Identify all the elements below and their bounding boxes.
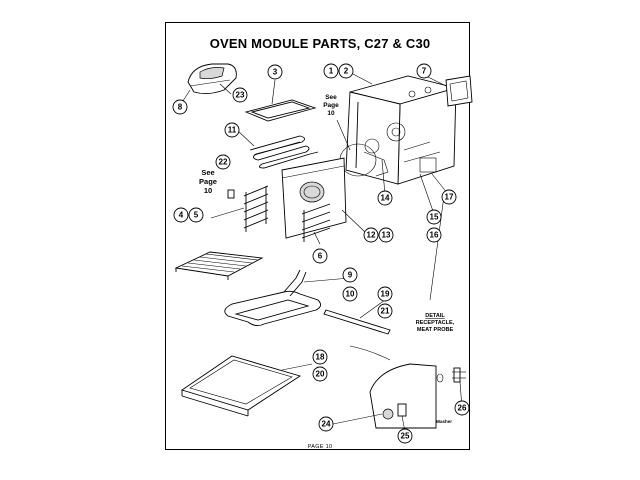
svg-text:10: 10 <box>204 186 212 195</box>
svg-text:8: 8 <box>178 103 183 112</box>
washer-label: Washer <box>436 419 452 424</box>
callout-12: 12 <box>363 227 379 243</box>
detail-note: DETAIL RECEPTACLE, MEAT PROBE <box>416 313 455 333</box>
light-assembly-drawing <box>187 63 237 95</box>
page-border <box>165 22 470 450</box>
oven-cavity-drawing <box>339 75 458 185</box>
svg-text:16: 16 <box>430 231 439 240</box>
svg-text:25: 25 <box>401 432 410 441</box>
probe-receptacle-detail <box>349 195 466 429</box>
svg-text:See: See <box>201 168 214 177</box>
svg-text:21: 21 <box>381 307 390 316</box>
callout-8: 8 <box>172 99 188 115</box>
callout-5: 5 <box>188 207 204 223</box>
callout-17: 17 <box>441 189 457 205</box>
clip-drawing <box>227 189 235 199</box>
page-number: PAGE 10 <box>307 444 333 450</box>
broil-element-drawing <box>249 135 319 169</box>
svg-text:2: 2 <box>344 67 349 76</box>
callout-13: 13 <box>378 227 394 243</box>
svg-text:9: 9 <box>348 271 353 280</box>
svg-text:19: 19 <box>381 290 390 299</box>
control-panel-drawing <box>445 75 473 107</box>
callout-26: 26 <box>454 400 470 416</box>
callout-23: 23 <box>232 87 248 103</box>
svg-text:DETAIL: DETAIL <box>425 313 445 319</box>
svg-text:7: 7 <box>422 67 427 76</box>
svg-text:5: 5 <box>194 211 199 220</box>
broiler-pan-drawing <box>180 355 302 417</box>
svg-text:6: 6 <box>318 252 323 261</box>
svg-text:MEAT PROBE: MEAT PROBE <box>417 327 454 333</box>
leader-lines <box>180 73 463 433</box>
see-page-note-b: See Page 10 <box>199 168 217 195</box>
svg-text:Page: Page <box>323 102 339 109</box>
callout-24: 24 <box>318 416 334 432</box>
callout-22: 22 <box>215 154 231 170</box>
svg-text:18: 18 <box>316 353 325 362</box>
callout-2: 2 <box>338 63 354 79</box>
callout-11: 11 <box>224 122 240 138</box>
svg-text:4: 4 <box>179 211 184 220</box>
callout-4: 4 <box>173 207 189 223</box>
svg-text:26: 26 <box>458 404 467 413</box>
shelf-drawing <box>244 99 317 122</box>
svg-text:1: 1 <box>329 67 334 76</box>
svg-text:See: See <box>325 94 337 101</box>
callout-20: 20 <box>312 366 328 382</box>
svg-text:Page: Page <box>199 177 217 186</box>
svg-text:22: 22 <box>219 158 228 167</box>
callout-25: 25 <box>397 428 413 444</box>
callout-9: 9 <box>342 267 358 283</box>
callout-14: 14 <box>377 190 393 206</box>
callout-19: 19 <box>377 286 393 302</box>
bake-element-drawing <box>224 269 321 327</box>
svg-text:13: 13 <box>382 231 391 240</box>
svg-text:20: 20 <box>316 370 325 379</box>
callout-1: 1 <box>323 63 339 79</box>
see-page-note-a: See Page 10 <box>323 94 339 117</box>
svg-text:10: 10 <box>327 110 335 117</box>
svg-text:12: 12 <box>367 231 376 240</box>
callout-18: 18 <box>312 349 328 365</box>
page-title: OVEN MODULE PARTS, C27 & C30 <box>209 36 431 51</box>
svg-text:24: 24 <box>322 420 331 429</box>
svg-text:23: 23 <box>236 91 245 100</box>
oven-rack-drawing <box>174 251 264 280</box>
bracket-drawing <box>323 309 391 335</box>
svg-text:RECEPTACLE,: RECEPTACLE, <box>416 320 455 326</box>
callout-15: 15 <box>426 209 442 225</box>
svg-text:3: 3 <box>273 68 278 77</box>
svg-text:10: 10 <box>346 290 355 299</box>
callout-7: 7 <box>416 63 432 79</box>
svg-text:15: 15 <box>430 213 439 222</box>
svg-text:17: 17 <box>445 193 454 202</box>
callout-21: 21 <box>377 303 393 319</box>
callout-6: 6 <box>312 248 328 264</box>
rack-guide-left-drawing <box>243 185 269 232</box>
callout-10: 10 <box>342 286 358 302</box>
svg-text:11: 11 <box>228 126 237 135</box>
callout-16: 16 <box>426 227 442 243</box>
callout-3: 3 <box>267 64 283 80</box>
rack-guide-right-drawing <box>301 203 331 242</box>
oven-panel-drawing <box>281 157 347 239</box>
svg-text:14: 14 <box>381 194 390 203</box>
